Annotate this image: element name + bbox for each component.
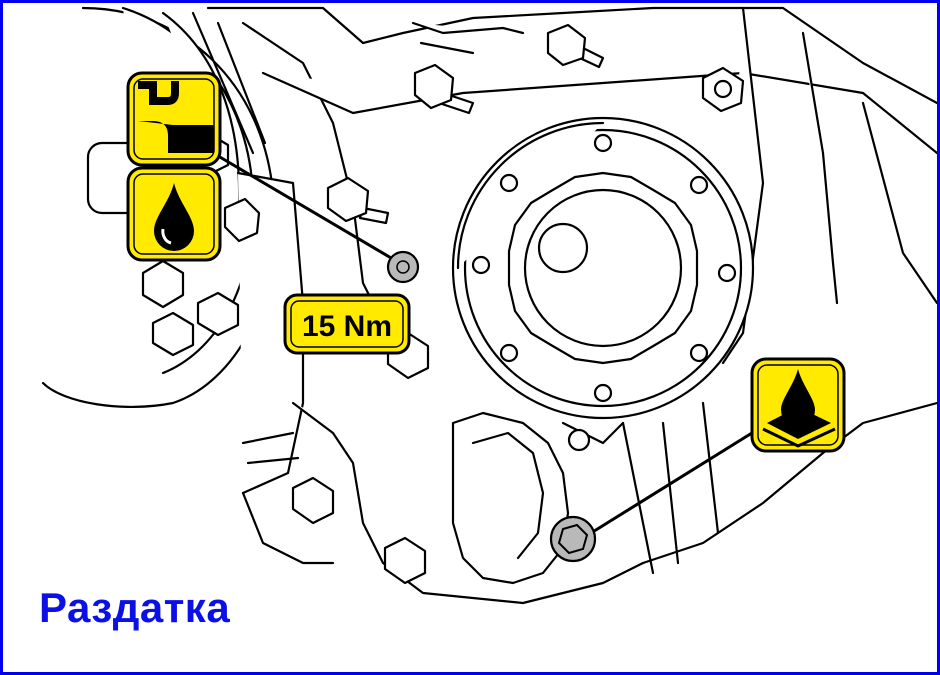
oil-drain-plug	[549, 515, 597, 563]
lower-boss	[451, 411, 570, 585]
transfer-case-illustration: 15 Nm	[41, 6, 937, 605]
torque-badge: 15 Nm	[283, 293, 411, 355]
leader-line-level-plug	[211, 151, 405, 267]
oil-drop-icon	[126, 166, 222, 262]
oil-level-plug-icon	[126, 71, 222, 167]
oil-drain-icon	[750, 357, 846, 453]
diagram-caption: Раздатка	[39, 584, 231, 631]
output-flange	[451, 116, 755, 420]
transfer-case-housing	[206, 6, 937, 605]
oil-level-plug	[386, 250, 420, 284]
torque-value: 15 Nm	[302, 310, 392, 343]
leader-line-drain-plug	[581, 421, 770, 540]
